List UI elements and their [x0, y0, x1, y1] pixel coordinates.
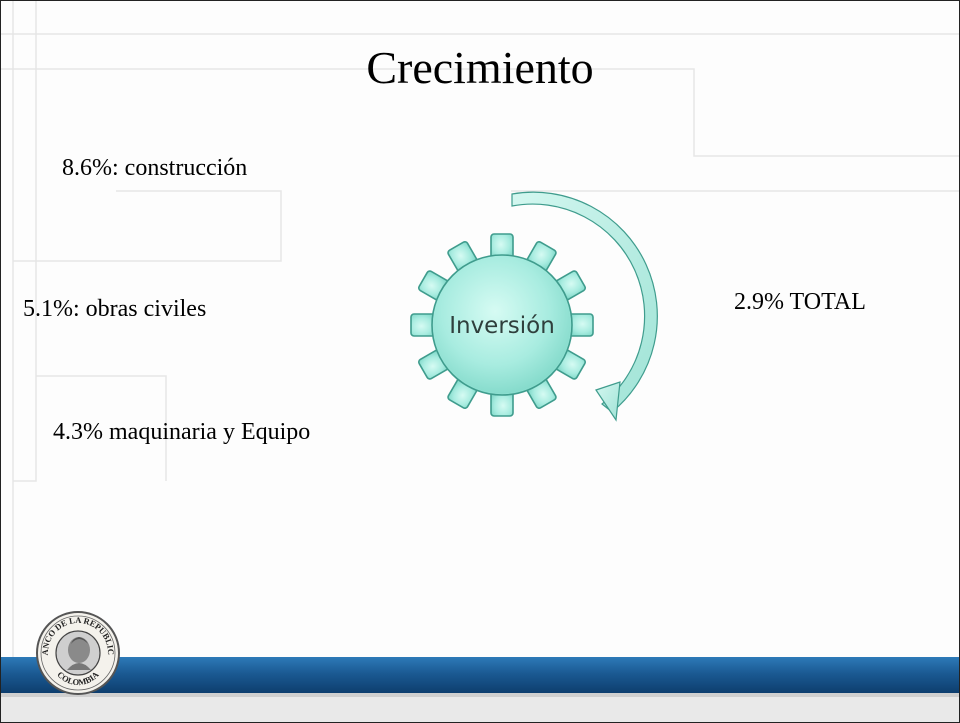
gear-label: Inversión — [449, 313, 555, 339]
footer-band — [1, 657, 959, 693]
portrait-icon — [67, 637, 91, 670]
investment-gear-diagram: Inversión — [410, 191, 658, 422]
gear-icon: Inversión — [410, 233, 594, 417]
footer-area — [1, 697, 959, 722]
bullet-maquinaria: 4.3% maquinaria y Equipo — [53, 419, 311, 445]
slide-title: Crecimiento — [366, 42, 594, 93]
footer-band-shadow — [1, 693, 959, 697]
total-label: 2.9% TOTAL — [734, 289, 866, 315]
cycle-arrow-icon — [511, 191, 658, 422]
banco-republica-seal-logo: BANCO DE LA REPUBLICA COLOMBIA — [35, 610, 120, 695]
bullet-construccion: 8.6%: construcción — [62, 155, 248, 181]
bullet-obras-civiles: 5.1%: obras civiles — [23, 296, 207, 322]
